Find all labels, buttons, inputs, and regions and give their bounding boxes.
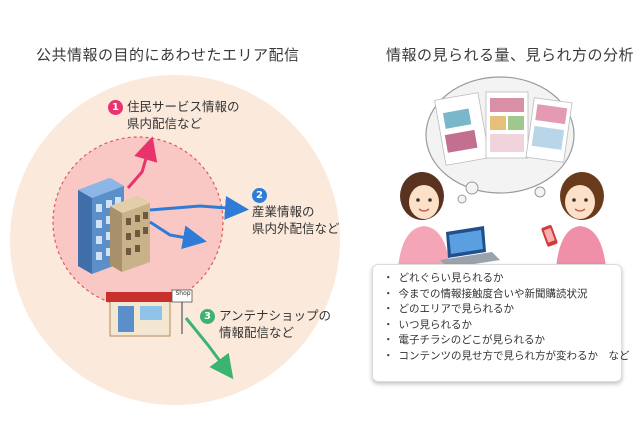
antenna-shop xyxy=(106,289,193,337)
item-2-line2: 県内外配信など xyxy=(252,221,340,236)
analysis-list-box: ・どれぐらい見られるか ・今までの情報接触度合いや新聞購読状況 ・どのエリアで見… xyxy=(372,264,630,382)
item-1-label: 1 住民サービス情報の 県内配信など xyxy=(108,98,240,132)
list-item: ・コンテンツの見せ方で見られ方が変わるか など xyxy=(383,349,630,362)
item-2-label: 2 産業情報の 県内外配信など xyxy=(252,186,340,237)
left-title: 公共情報の目的にあわせたエリア配信 xyxy=(36,46,300,64)
office-building-tan xyxy=(110,196,150,272)
item-1-line2: 県内配信など xyxy=(127,116,203,131)
arrow-3-green xyxy=(184,317,234,380)
list-item: ・電子チラシのどこが見られるか xyxy=(383,334,545,346)
item-3-line1: アンテナショップの xyxy=(219,308,332,323)
right-title: 情報の見られる量、見られ方の分析 xyxy=(386,46,635,64)
arrow-2-blue-b xyxy=(149,220,207,250)
list-item: ・いつ見られるか xyxy=(383,318,472,331)
shop-sign-text: Shop xyxy=(175,290,191,297)
item-1-number-badge: 1 xyxy=(108,100,123,115)
woman-left xyxy=(398,172,450,268)
item-3-line2: 情報配信など xyxy=(219,325,295,340)
flyer-pages xyxy=(434,91,573,166)
item-2-number-badge: 2 xyxy=(252,188,267,203)
list-item: ・今までの情報接触度合いや新聞購読状況 xyxy=(383,287,588,300)
list-item: ・どのエリアで見られるか xyxy=(383,303,514,315)
arrow-1-pink xyxy=(126,136,158,189)
analysis-list: ・どれぐらい見られるか ・今までの情報接触度合いや新聞購読状況 ・どのエリアで見… xyxy=(383,271,630,364)
item-3-label: 3 アンテナショップの 情報配信など xyxy=(200,307,331,341)
woman-right xyxy=(556,172,606,268)
smartphone-icon xyxy=(541,225,558,247)
laptop-icon xyxy=(440,226,500,268)
item-2-line1: 産業情報の xyxy=(252,204,315,219)
arrow-2-blue-a xyxy=(149,195,249,220)
list-item: ・どれぐらい見られるか xyxy=(383,272,504,284)
item-3-number-badge: 3 xyxy=(200,309,215,324)
item-1-line1: 住民サービス情報の xyxy=(127,99,240,114)
